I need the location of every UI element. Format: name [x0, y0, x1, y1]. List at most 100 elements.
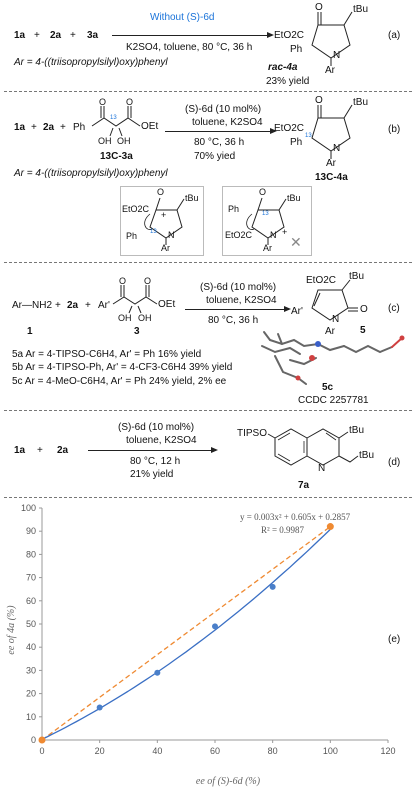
ester-label: EtO2C: [274, 30, 305, 41]
ester-label: EtO2C: [306, 275, 337, 286]
phenyl-label: Ph: [73, 122, 86, 133]
condition-below: 80 °C, 36 h: [194, 137, 245, 148]
condition-above: (S)-6d (10 mol%): [200, 282, 277, 293]
ph-label: Ph: [290, 137, 303, 148]
ar-label: Ar: [161, 243, 170, 253]
plus-sign: +: [85, 300, 91, 311]
condition-above: Without (S)-6d: [150, 12, 215, 23]
scheme-label: (e): [388, 634, 401, 645]
product-name: rac-4a: [268, 62, 298, 73]
x-tick-label: 0: [39, 746, 44, 756]
reagent-name: 13C-3a: [100, 151, 133, 162]
linear-reference-line: [41, 526, 331, 741]
reactant-number: 1: [27, 326, 33, 337]
ar-label: Ar: [326, 158, 336, 169]
data-point: [154, 669, 161, 676]
result-row: 5b Ar = 4-TIPSO-Ph, Ar' = 4-CF3-C6H4 39%…: [12, 362, 233, 373]
r-squared: R² = 0.9987: [261, 525, 305, 535]
oh-label: OH: [138, 313, 152, 323]
ccdc-number: CCDC 2257781: [298, 395, 369, 406]
oh-label: OH: [117, 136, 131, 146]
scheme-label: (c): [388, 303, 400, 314]
ph-label: Ph: [290, 44, 303, 55]
condition-above: (S)-6d (10 mol%): [118, 422, 195, 433]
yield-text: 23% yield: [266, 76, 310, 87]
reactant-2a: 2a: [50, 30, 62, 41]
product-number: 5: [360, 325, 366, 336]
plus-charge: +: [282, 227, 288, 237]
y-axis-label: ee of 4a (%): [6, 605, 17, 655]
n-atom: N: [333, 50, 341, 61]
intermediate-box-favored: [120, 186, 204, 256]
n-atom: N: [333, 143, 341, 154]
oh-label: OH: [118, 313, 132, 323]
x-tick-label: 120: [380, 746, 395, 756]
y-tick-label: 90: [26, 526, 36, 536]
c13-marker: 13: [110, 115, 117, 121]
tbu-label: tBu: [349, 271, 365, 282]
y-tick-label: 100: [21, 503, 36, 513]
product-name: 7a: [298, 480, 310, 491]
n-atom: N: [332, 314, 340, 325]
result-row: 5a Ar = 4-TIPSO-C6H4, Ar' = Ph 16% yield: [12, 349, 202, 360]
x-tick-label: 80: [268, 746, 278, 756]
intermediate-box-disfavored: [222, 186, 312, 256]
reactant-3a: 3a: [87, 30, 99, 41]
x-tick-label: 40: [152, 746, 162, 756]
ar-label: Ar: [325, 326, 335, 337]
reactant-1a: 1a: [14, 445, 26, 456]
reagent-3-structure: [112, 285, 158, 314]
x-tick-label: 20: [95, 746, 105, 756]
oxide-o: O: [259, 187, 267, 197]
plus-sign: +: [31, 122, 37, 133]
condition-above-2: toluene, K2SO4: [192, 117, 263, 128]
section-divider: [4, 410, 412, 411]
y-tick-label: 0: [31, 735, 36, 745]
plus-sign: +: [34, 30, 40, 41]
amine-reactant: Ar—NH2: [12, 300, 53, 311]
carbonyl-o: O: [315, 2, 323, 13]
plus-sign: +: [60, 122, 66, 133]
scheme-label: (b): [388, 124, 401, 135]
carbonyl-o: O: [315, 95, 323, 106]
product-13c-4a-structure: [311, 104, 353, 159]
data-point: [212, 623, 218, 630]
condition-below: 80 °C, 36 h: [208, 315, 259, 326]
x-axis-label: ee of (S)-6d (%): [196, 776, 261, 787]
reactant-2a: 2a: [43, 122, 55, 133]
reaction-arrow: [185, 306, 291, 312]
reactant-1a: 1a: [14, 30, 26, 41]
y-tick-label: 40: [26, 642, 36, 652]
reactant-1a: 1a: [14, 122, 26, 133]
plus-sign: +: [70, 30, 76, 41]
y-tick-label: 70: [26, 573, 36, 583]
condition-above-2: toluene, K2SO4: [126, 435, 197, 446]
ar-prime-label: Ar': [291, 306, 303, 317]
product-4a-structure: [311, 11, 353, 66]
n-atom: N: [318, 463, 326, 474]
plus-charge: +: [161, 210, 167, 220]
reaction-arrow: [112, 32, 274, 38]
ar-definition: Ar = 4-((triisopropylsilyl)oxy)phenyl: [14, 168, 168, 179]
scheme-label: (d): [388, 457, 401, 468]
data-point: [38, 736, 46, 744]
condition-above-2: toluene, K2SO4: [206, 295, 277, 306]
cross-mark-icon: ✕: [290, 234, 302, 250]
reagent-13c-3a-structure: [91, 106, 141, 137]
yield-text: 21% yield: [130, 469, 174, 480]
yield-text: 70% yied: [194, 151, 236, 162]
tbu-label: tBu: [359, 450, 375, 461]
y-tick-label: 60: [26, 596, 36, 606]
data-point: [326, 523, 334, 531]
section-divider: [4, 91, 412, 92]
c13-marker: 13: [150, 229, 157, 235]
tbu-label: tBu: [185, 193, 199, 203]
fit-equation: y = 0.003x² + 0.605x + 0.2857: [240, 512, 351, 522]
tbu-label: tBu: [353, 97, 369, 108]
y-tick-label: 10: [26, 712, 36, 722]
product-7a-structure: [267, 428, 359, 466]
tbu-label: tBu: [353, 4, 369, 15]
n-atom: N: [270, 230, 277, 240]
data-point: [269, 583, 276, 590]
reaction-arrow: [165, 128, 277, 134]
